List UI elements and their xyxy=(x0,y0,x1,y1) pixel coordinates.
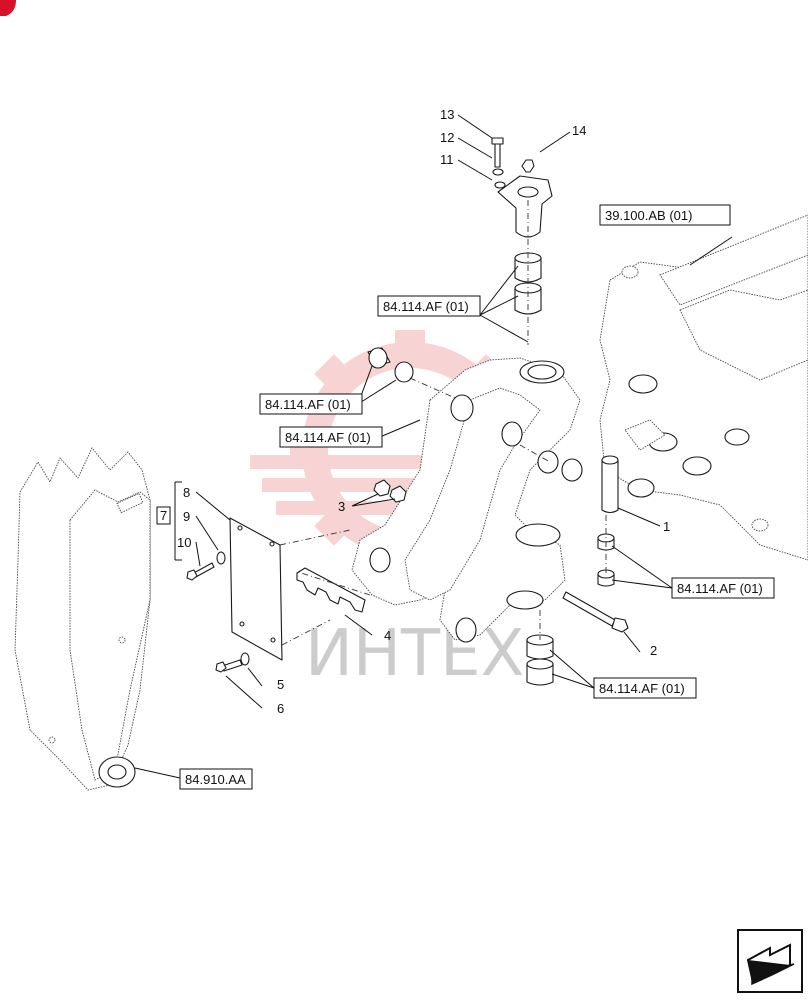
callout-11: 11 xyxy=(440,152,454,167)
callout-12: 12 xyxy=(440,130,454,145)
reference-upper-bushings: 84.114.AF (01) xyxy=(377,295,481,317)
reference-bracket: 84.114.AF (01) xyxy=(279,426,383,448)
callout-14: 14 xyxy=(572,123,586,138)
callout-3: 3 xyxy=(338,499,345,514)
svg-text:84.114.AF (01): 84.114.AF (01) xyxy=(265,397,351,412)
callout-10: 10 xyxy=(177,535,191,550)
svg-text:84.114.AF (01): 84.114.AF (01) xyxy=(285,430,371,445)
reference-pin-bushings: 84.114.AF (01) xyxy=(671,577,775,599)
callout-5: 5 xyxy=(277,677,284,692)
callout-9: 9 xyxy=(183,509,190,524)
svg-text:84.114.AF (01): 84.114.AF (01) xyxy=(677,581,763,596)
cover-plate xyxy=(229,517,283,661)
cable-guide-rail xyxy=(296,567,366,613)
svg-text:84.114.AF (01): 84.114.AF (01) xyxy=(383,299,469,314)
corner-mark xyxy=(0,0,16,16)
centre-lines xyxy=(279,200,607,646)
leader-lines xyxy=(134,114,733,779)
callout-7-box xyxy=(156,506,171,525)
callout-6: 6 xyxy=(277,701,284,716)
upper-pin-assembly xyxy=(491,137,553,238)
reference-frame: 39.100.AB (01) xyxy=(599,204,731,226)
pivot-pin xyxy=(597,455,619,587)
boom-arm xyxy=(14,447,151,791)
callout-8: 8 xyxy=(183,485,190,500)
callout-4: 4 xyxy=(384,628,391,643)
reference-side-bushings: 84.114.AF (01) xyxy=(259,393,363,415)
machine-frame xyxy=(599,214,808,561)
swing-bracket xyxy=(351,357,581,643)
svg-text:84.910.AA: 84.910.AA xyxy=(185,772,246,787)
reference-boom: 84.910.AA xyxy=(179,768,253,790)
callout-2: 2 xyxy=(650,643,657,658)
svg-text:84.114.AF (01): 84.114.AF (01) xyxy=(599,681,685,696)
plate-fasteners xyxy=(186,551,250,673)
next-page-arrow-icon[interactable] xyxy=(737,929,803,993)
side-bushings xyxy=(367,347,583,482)
long-bolt xyxy=(562,591,629,633)
callout-13: 13 xyxy=(440,107,454,122)
watermark-text: ИНТЕХ xyxy=(305,617,524,691)
callout-1: 1 xyxy=(663,519,670,534)
callout-7: 7 xyxy=(160,508,167,523)
nuts xyxy=(373,479,407,503)
reference-lower-bushings: 84.114.AF (01) xyxy=(593,677,697,699)
callout-numbers: 13 12 11 14 1 2 3 4 5 6 8 9 10 7 xyxy=(156,107,670,716)
lower-bushings xyxy=(526,634,554,686)
svg-text:39.100.AB (01): 39.100.AB (01) xyxy=(605,208,692,223)
